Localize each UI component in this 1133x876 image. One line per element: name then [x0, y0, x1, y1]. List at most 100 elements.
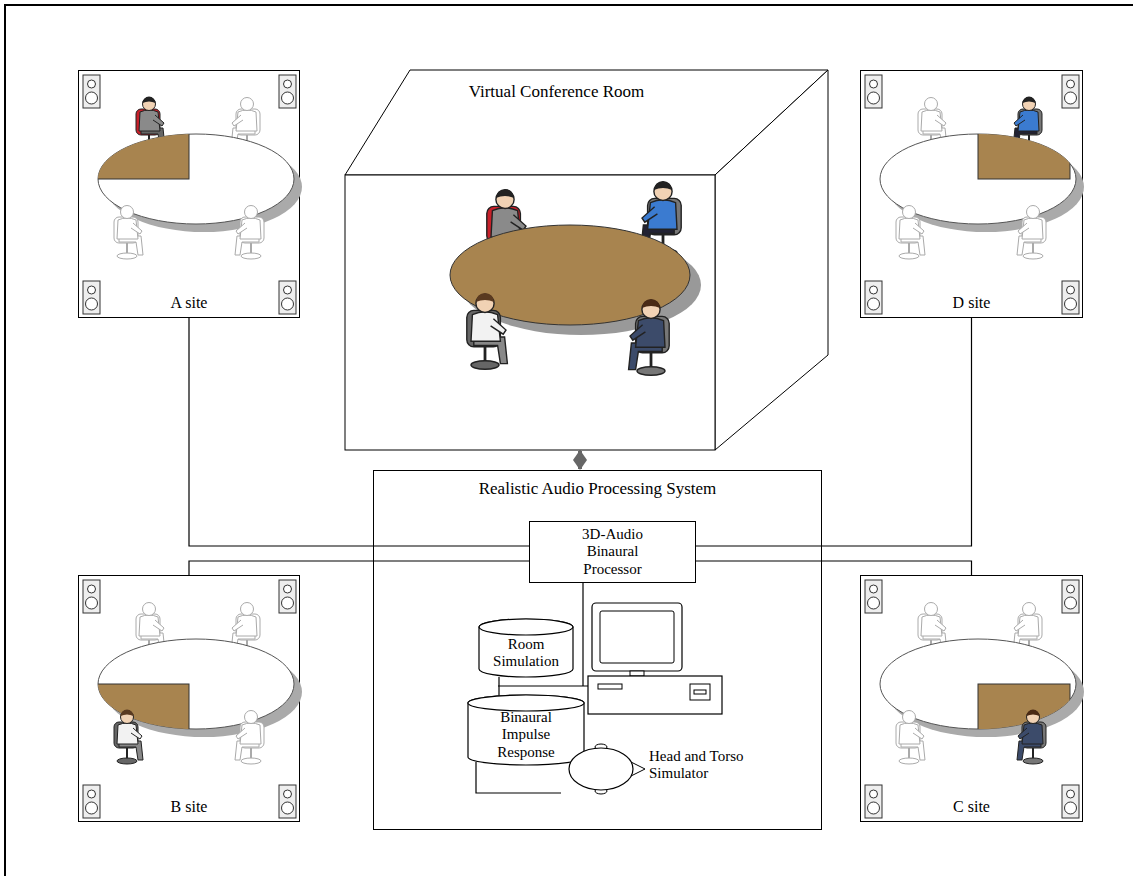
database-cylinder: Room Simulation: [479, 619, 573, 677]
loudspeaker: [279, 580, 296, 613]
woofer: [86, 597, 98, 609]
woofer: [1065, 92, 1077, 104]
arm: [232, 620, 243, 631]
virtual-room: Virtual Conference Room: [345, 70, 828, 450]
arm: [1014, 115, 1025, 126]
tweeter: [870, 286, 878, 294]
head: [245, 206, 258, 219]
processor-box: 3D-Audio Binaural Processor: [529, 521, 696, 583]
hair: [121, 710, 134, 717]
node-label: Head and Torso Simulator: [649, 748, 774, 783]
woofer: [1065, 597, 1077, 609]
woofer: [86, 298, 98, 310]
monitor: [592, 603, 682, 671]
tweeter: [1067, 585, 1075, 593]
person-figure: [235, 206, 264, 260]
site-panel: A site: [78, 70, 300, 318]
person-figure: [1017, 710, 1046, 765]
loudspeaker: [1062, 281, 1079, 314]
person-figure: [235, 711, 264, 765]
speaker-box: [83, 580, 100, 613]
person-figure: [896, 206, 925, 260]
connector: [696, 561, 972, 575]
head: [143, 603, 156, 616]
head: [1027, 711, 1040, 724]
arm: [491, 319, 506, 334]
hair: [1023, 97, 1036, 104]
woofer: [868, 298, 880, 310]
person-figure: [114, 710, 143, 765]
arm: [511, 215, 526, 230]
head: [925, 98, 938, 111]
table-section: [978, 131, 1070, 179]
woofer: [868, 597, 880, 609]
tweeter: [88, 585, 96, 593]
loudspeaker: [83, 75, 100, 108]
speaker-box: [279, 281, 296, 314]
hair: [143, 97, 156, 104]
tweeter: [284, 790, 292, 798]
node-label: C site: [953, 798, 990, 816]
room-front: [345, 175, 715, 450]
node-label: Realistic Audio Processing System: [479, 479, 717, 499]
loudspeaker: [865, 75, 882, 108]
loudspeaker: [865, 785, 882, 818]
chair-base: [899, 758, 919, 764]
chair-base: [241, 253, 261, 259]
system-box: Realistic Audio Processing System 3D-Audi…: [373, 470, 822, 830]
chair-base: [471, 361, 499, 369]
tweeter: [870, 585, 878, 593]
speaker-box: [1062, 75, 1079, 108]
woofer: [282, 802, 294, 814]
cylinder-body: [468, 695, 584, 765]
tweeter: [1067, 80, 1075, 88]
hair: [476, 293, 494, 302]
arm: [935, 620, 946, 631]
chair-base: [117, 253, 137, 259]
chair-base: [1023, 253, 1043, 259]
speaker-box: [279, 580, 296, 613]
hair: [654, 181, 672, 190]
arm: [232, 115, 243, 126]
speaker-box: [1062, 785, 1079, 818]
arm: [131, 223, 142, 234]
computer-case: [588, 676, 722, 714]
monitor-stand: [630, 671, 644, 676]
person-figure: [467, 293, 508, 369]
head: [143, 98, 156, 111]
loudspeaker: [279, 785, 296, 818]
head: [1023, 98, 1036, 111]
speaker-box: [83, 785, 100, 818]
chair-base: [1023, 758, 1043, 764]
speaker-box: [279, 75, 296, 108]
node-label: D site: [953, 294, 991, 312]
site-panel: D site: [860, 70, 1083, 318]
node-label: A site: [171, 294, 208, 312]
speaker-box: [865, 580, 882, 613]
site-illustration: [83, 75, 302, 314]
loudspeaker: [865, 580, 882, 613]
site-illustration: [865, 75, 1084, 314]
room-box: [345, 70, 828, 450]
drive-slot: [598, 684, 622, 689]
site-illustration: [83, 580, 302, 818]
loudspeaker: [83, 785, 100, 818]
loudspeaker: [865, 281, 882, 314]
person-figure: [1017, 206, 1046, 260]
arm: [642, 207, 657, 222]
arm: [1018, 728, 1029, 739]
head-simulator: Head and Torso Simulator: [561, 729, 776, 801]
arm: [236, 728, 247, 739]
cylinder-cap: [468, 695, 584, 711]
arm: [153, 620, 164, 631]
chair-base: [637, 367, 665, 375]
arm: [131, 728, 142, 739]
head: [121, 711, 134, 724]
head: [241, 98, 254, 111]
outer-frame: [5, 5, 1133, 876]
connector: [476, 762, 561, 793]
node-label: B site: [171, 798, 208, 816]
screen: [600, 611, 674, 663]
woofer: [282, 92, 294, 104]
wire: [498, 685, 588, 686]
